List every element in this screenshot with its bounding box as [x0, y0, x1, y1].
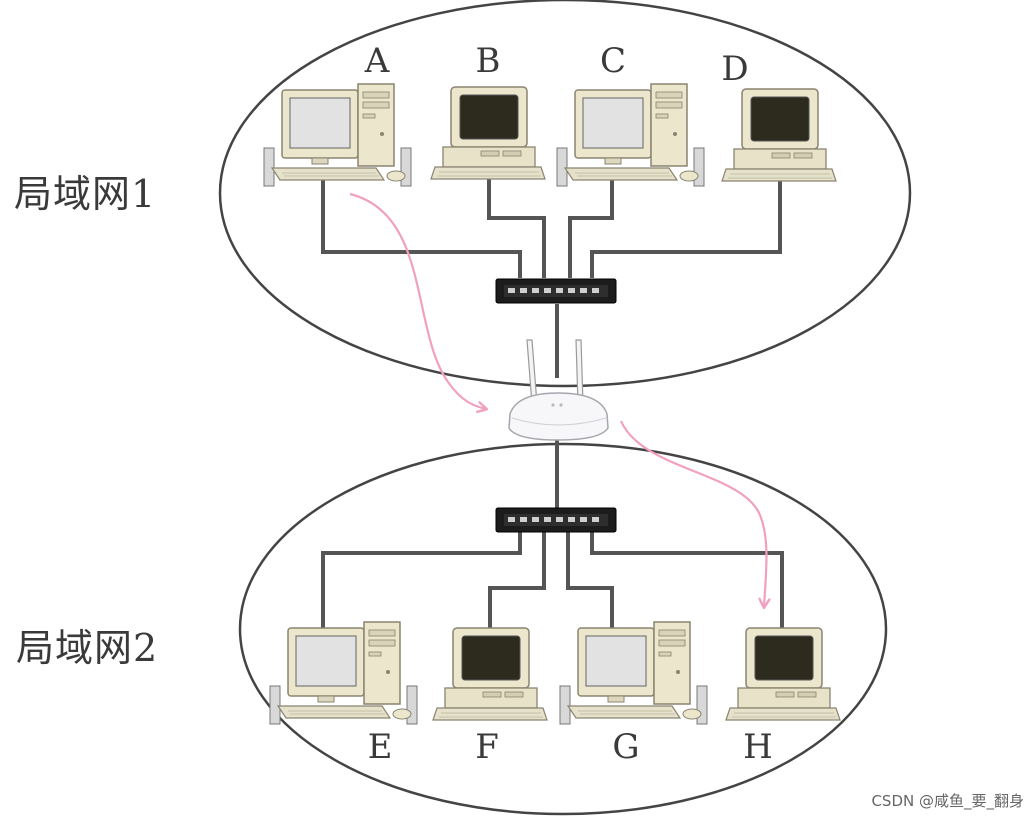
lan2-label: 局域网2	[16, 626, 159, 670]
lan2-boundary	[238, 442, 888, 816]
watermark: CSDN @咸鱼_要_翻身	[871, 792, 1024, 810]
pc-c-desktop-pc-icon	[556, 83, 705, 187]
pc-g-desktop-pc-icon	[559, 621, 708, 725]
lan1-boundary	[218, 0, 912, 388]
pc-e-label: E	[367, 727, 393, 767]
pc-e-desktop-pc-icon	[269, 621, 418, 725]
lan2-switch-icon	[495, 507, 617, 533]
pc-f-label: F	[475, 727, 499, 767]
pc-f-crt-monitor-icon	[432, 627, 548, 721]
pc-d-label: D	[721, 49, 749, 89]
flow-arrow-a-to-router	[349, 192, 486, 409]
pc-g-label: G	[612, 727, 640, 767]
flow-arrow-router-to-h	[619, 420, 767, 607]
pc-d-crt-monitor-icon	[721, 88, 837, 182]
pc-h-label: H	[743, 727, 773, 767]
pc-b-label: B	[475, 41, 501, 81]
lan1-label: 局域网1	[14, 172, 157, 216]
pc-b-crt-monitor-icon	[430, 86, 546, 180]
pc-h-crt-monitor-icon	[725, 627, 841, 721]
wireless-router-icon	[508, 339, 609, 441]
pc-c-label: C	[599, 41, 627, 81]
pc-a-desktop-pc-icon	[263, 83, 412, 187]
lan1-switch-icon	[495, 278, 617, 304]
lan2-cables	[321, 440, 784, 628]
lan1-cables	[321, 178, 782, 378]
pc-a-label: A	[364, 41, 390, 81]
